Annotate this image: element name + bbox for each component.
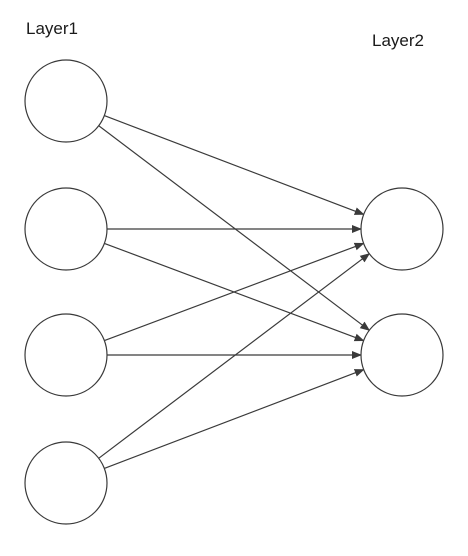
edge-l1n1-l2n1 <box>104 115 365 215</box>
layer2-node-1 <box>360 187 444 271</box>
layer1-label: Layer1 <box>26 19 78 38</box>
edge-l1n4-l2n2 <box>104 369 365 469</box>
nodes <box>24 59 444 525</box>
layer1-node-3 <box>24 313 108 397</box>
layer1-node-1 <box>24 59 108 143</box>
layer2-label: Layer2 <box>372 31 424 50</box>
edge-l1n3-l2n1 <box>104 242 365 342</box>
layer1-node-2 <box>24 187 108 271</box>
connections <box>98 115 371 469</box>
layer2-node-2 <box>360 313 444 397</box>
edge-l1n1-l2n2 <box>98 125 371 331</box>
layer1-node-4 <box>24 441 108 525</box>
edge-l1n4-l2n1 <box>98 253 371 459</box>
